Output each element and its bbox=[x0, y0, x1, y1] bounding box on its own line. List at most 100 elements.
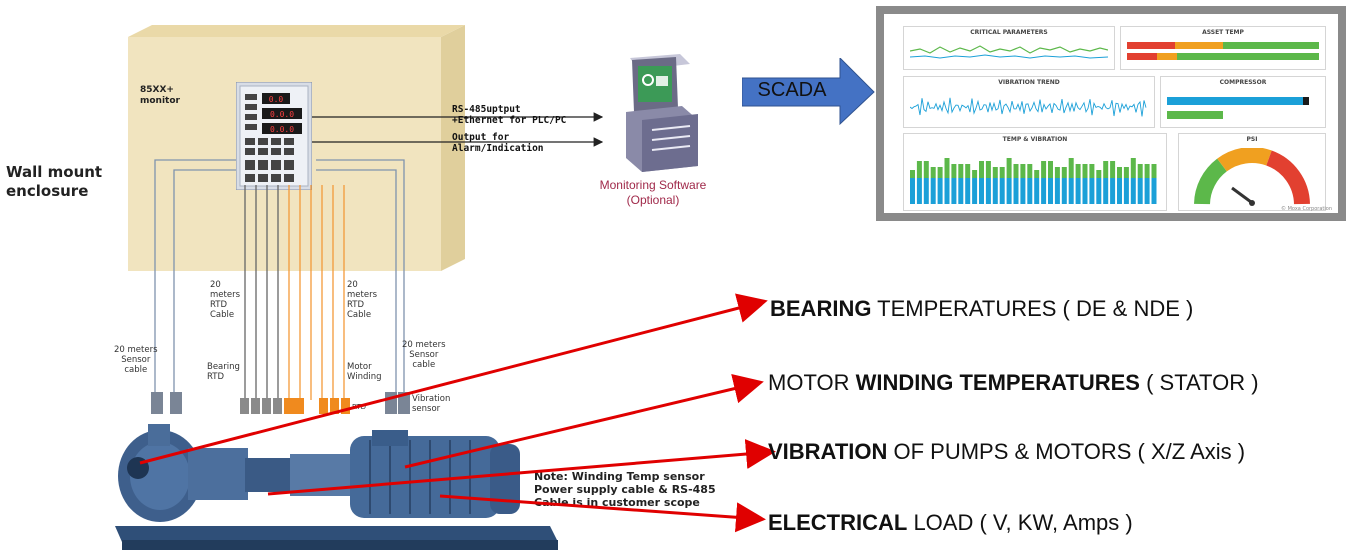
rtd-left-line3: RTD bbox=[210, 300, 228, 310]
sensor-right-line2: Sensor bbox=[409, 350, 439, 360]
scada-arrow bbox=[742, 58, 875, 126]
tv-bar-blue bbox=[1096, 178, 1102, 204]
alarm-line1: Output for bbox=[452, 132, 510, 143]
tv-bar-green bbox=[1096, 170, 1102, 178]
param-bearing-bold: BEARING bbox=[770, 296, 872, 321]
param-bearing-text: TEMPERATURES ( DE & NDE ) bbox=[871, 296, 1194, 321]
arrow-electrical bbox=[439, 494, 766, 533]
tv-bar-blue bbox=[1103, 178, 1109, 204]
monitoring-software-label: Monitoring Software (Optional) bbox=[578, 178, 728, 208]
panel-title-temp-vibration: TEMP & VIBRATION bbox=[1002, 136, 1068, 143]
tv-bar-blue bbox=[1027, 178, 1033, 204]
tv-bar-green bbox=[1144, 164, 1150, 178]
tv-bar-green bbox=[958, 164, 964, 178]
tv-bar-green bbox=[910, 170, 915, 178]
monitor-label: 85XX+ monitor bbox=[140, 85, 180, 107]
panel-title-compressor: COMPRESSOR bbox=[1219, 79, 1267, 86]
tv-bar-blue bbox=[1041, 178, 1047, 204]
tv-bar-green bbox=[1123, 167, 1129, 178]
param-electrical: ELECTRICAL LOAD ( V, KW, Amps ) bbox=[768, 510, 1133, 536]
tv-bar-green bbox=[1089, 164, 1095, 178]
psi-gauge bbox=[1194, 148, 1310, 206]
tv-bar-blue bbox=[979, 178, 984, 204]
motor-winding-label: Motor Winding bbox=[347, 362, 382, 382]
note-line1: Note: Winding Temp sensor bbox=[534, 470, 705, 483]
scada-label: SCADA bbox=[757, 79, 827, 101]
rs485-label: RS-485uptput +Ethernet for PLC/PC bbox=[452, 104, 566, 126]
tv-bar-blue bbox=[1020, 178, 1026, 204]
tv-bar-green bbox=[1117, 167, 1122, 178]
tv-bar-blue bbox=[1082, 178, 1088, 204]
param-vibration-bold: VIBRATION bbox=[768, 439, 888, 464]
panel-title-psi: PSI bbox=[1246, 136, 1258, 143]
tv-bar-green bbox=[1048, 161, 1053, 178]
tv-bar-green bbox=[1082, 164, 1088, 178]
param-electrical-bold: ELECTRICAL bbox=[768, 510, 908, 535]
tv-bar-green bbox=[1075, 164, 1081, 178]
tv-bar-green bbox=[979, 161, 984, 178]
tv-bar-green bbox=[1068, 158, 1074, 178]
rtd-right-line4: Cable bbox=[347, 310, 372, 320]
tv-bar-green bbox=[944, 158, 950, 178]
tv-bar-green bbox=[923, 161, 929, 178]
display-2: 0.0.0 bbox=[270, 110, 294, 119]
tv-bar-green bbox=[992, 167, 998, 178]
tv-bar-blue bbox=[1144, 178, 1150, 204]
tv-bar-green bbox=[1027, 164, 1033, 178]
vibration-trend-chart bbox=[910, 97, 1147, 117]
tv-bar-blue bbox=[999, 178, 1005, 204]
tv-bar-blue bbox=[1048, 178, 1053, 204]
param-winding-text: MOTOR bbox=[768, 370, 856, 395]
tv-bar-blue bbox=[1089, 178, 1095, 204]
tv-bar-blue bbox=[1151, 178, 1157, 204]
tv-bar-blue bbox=[1110, 178, 1116, 204]
vibration-sensor-label: Vibration sensor bbox=[412, 394, 450, 414]
monitor-label-line2: monitor bbox=[140, 96, 180, 106]
rtd-cable-right-label: 20 meters RTD Cable bbox=[347, 280, 377, 320]
tv-bar-blue bbox=[972, 178, 978, 204]
param-winding: MOTOR WINDING TEMPERATURES ( STATOR ) bbox=[768, 370, 1259, 396]
sensor-terminals bbox=[151, 392, 410, 414]
tv-bar-green bbox=[1151, 164, 1157, 178]
display-1: 0.0 bbox=[269, 95, 284, 104]
monitor-label-line1: 85XX+ bbox=[140, 85, 174, 95]
rtd-right-line2: meters bbox=[347, 290, 377, 300]
tv-bar-blue bbox=[916, 178, 922, 204]
tv-bar-blue bbox=[1075, 178, 1081, 204]
tv-bar-green bbox=[1137, 164, 1143, 178]
monitoring-software-line1: Monitoring Software bbox=[599, 178, 707, 192]
bearing-line1: Bearing bbox=[207, 362, 240, 372]
tv-bar-blue bbox=[1123, 178, 1129, 204]
tv-bar-blue bbox=[1130, 178, 1136, 204]
sensor-left-line2: Sensor bbox=[121, 355, 151, 365]
pump-motor-illustration bbox=[115, 424, 558, 550]
scada-dashboard: CRITICAL PARAMETERS ASSET TEMP VIBRATION… bbox=[876, 6, 1346, 221]
tv-bar-green bbox=[951, 164, 957, 178]
temp-vibration-bars bbox=[910, 158, 1157, 204]
critical-line-chart bbox=[910, 45, 1108, 59]
panel-psi: PSI bbox=[1178, 133, 1326, 211]
panel-title-asset-temp: ASSET TEMP bbox=[1202, 29, 1244, 36]
tv-bar-blue bbox=[985, 178, 991, 204]
compressor-bars bbox=[1167, 97, 1309, 119]
alarm-line2: Alarm/Indication bbox=[452, 143, 544, 154]
arrow-winding bbox=[404, 373, 764, 469]
param-winding-rest: ( STATOR ) bbox=[1139, 370, 1259, 395]
monitor-device: 0.0 0.0.0 0.0.0 bbox=[236, 82, 312, 190]
tv-bar-green bbox=[1130, 158, 1136, 178]
tv-bar-blue bbox=[1054, 178, 1060, 204]
tv-bar-blue bbox=[1117, 178, 1122, 204]
bearing-rtd-label: Bearing RTD bbox=[207, 362, 240, 382]
tv-bar-blue bbox=[965, 178, 971, 204]
tv-bar-blue bbox=[1068, 178, 1074, 204]
param-winding-bold: WINDING TEMPERATURES bbox=[855, 370, 1140, 395]
tv-bar-blue bbox=[944, 178, 950, 204]
tv-bar-blue bbox=[930, 178, 936, 204]
enclosure-label-line2: enclosure bbox=[6, 182, 89, 200]
arrow-vibration bbox=[267, 439, 776, 496]
tv-bar-blue bbox=[1006, 178, 1012, 204]
tv-bar-blue bbox=[992, 178, 998, 204]
param-electrical-text: LOAD ( V, KW, Amps ) bbox=[907, 510, 1133, 535]
rtd-left-line2: meters bbox=[210, 290, 240, 300]
